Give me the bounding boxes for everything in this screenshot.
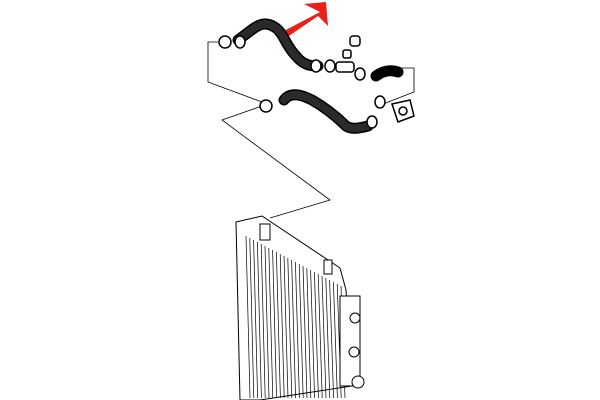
- radiator-fin: [276, 251, 281, 399]
- highlight-arrow-icon: [282, 2, 328, 38]
- radiator-fin: [260, 243, 266, 399]
- radiator-fin: [287, 257, 293, 399]
- thermostat-housing-icon: [391, 99, 415, 123]
- clamp-icon: [374, 95, 386, 109]
- radiator-fin: [302, 265, 308, 399]
- clamp-icon: [324, 59, 336, 73]
- radiator-fin: [268, 247, 274, 399]
- radiator-fin: [325, 277, 331, 399]
- radiator-fin: [291, 259, 296, 399]
- radiator-fin: [333, 281, 338, 399]
- clamp-icon: [366, 115, 378, 129]
- radiator-fin: [264, 245, 270, 399]
- t-connector-icon: [335, 35, 361, 73]
- radiator-fin: [321, 275, 327, 399]
- clamp-icon: [354, 67, 366, 81]
- radiator-icon: [235, 215, 365, 400]
- radiator-fin: [295, 261, 300, 399]
- clamp-icon: [234, 35, 246, 49]
- clamp-icon: [259, 99, 273, 113]
- short-hose: [370, 65, 404, 82]
- radiator-fin: [306, 267, 312, 399]
- radiator-fins: [245, 235, 346, 399]
- radiator-fin: [279, 253, 285, 399]
- radiator-fin: [329, 279, 334, 399]
- radiator-fin: [317, 273, 323, 399]
- hose-clamps: [218, 35, 386, 129]
- radiator-fin: [283, 255, 289, 399]
- clamp-icon: [310, 59, 322, 73]
- clamp-icon: [218, 35, 232, 49]
- radiator-fin: [257, 241, 262, 399]
- radiator-fin: [298, 263, 304, 399]
- radiator-fin: [253, 239, 258, 399]
- leader-lines: [207, 41, 415, 219]
- radiator-fin: [272, 249, 277, 399]
- radiator-fin: [245, 235, 251, 399]
- radiator-fin: [314, 271, 319, 399]
- radiator-fin: [249, 237, 255, 399]
- radiator-fin: [310, 269, 315, 399]
